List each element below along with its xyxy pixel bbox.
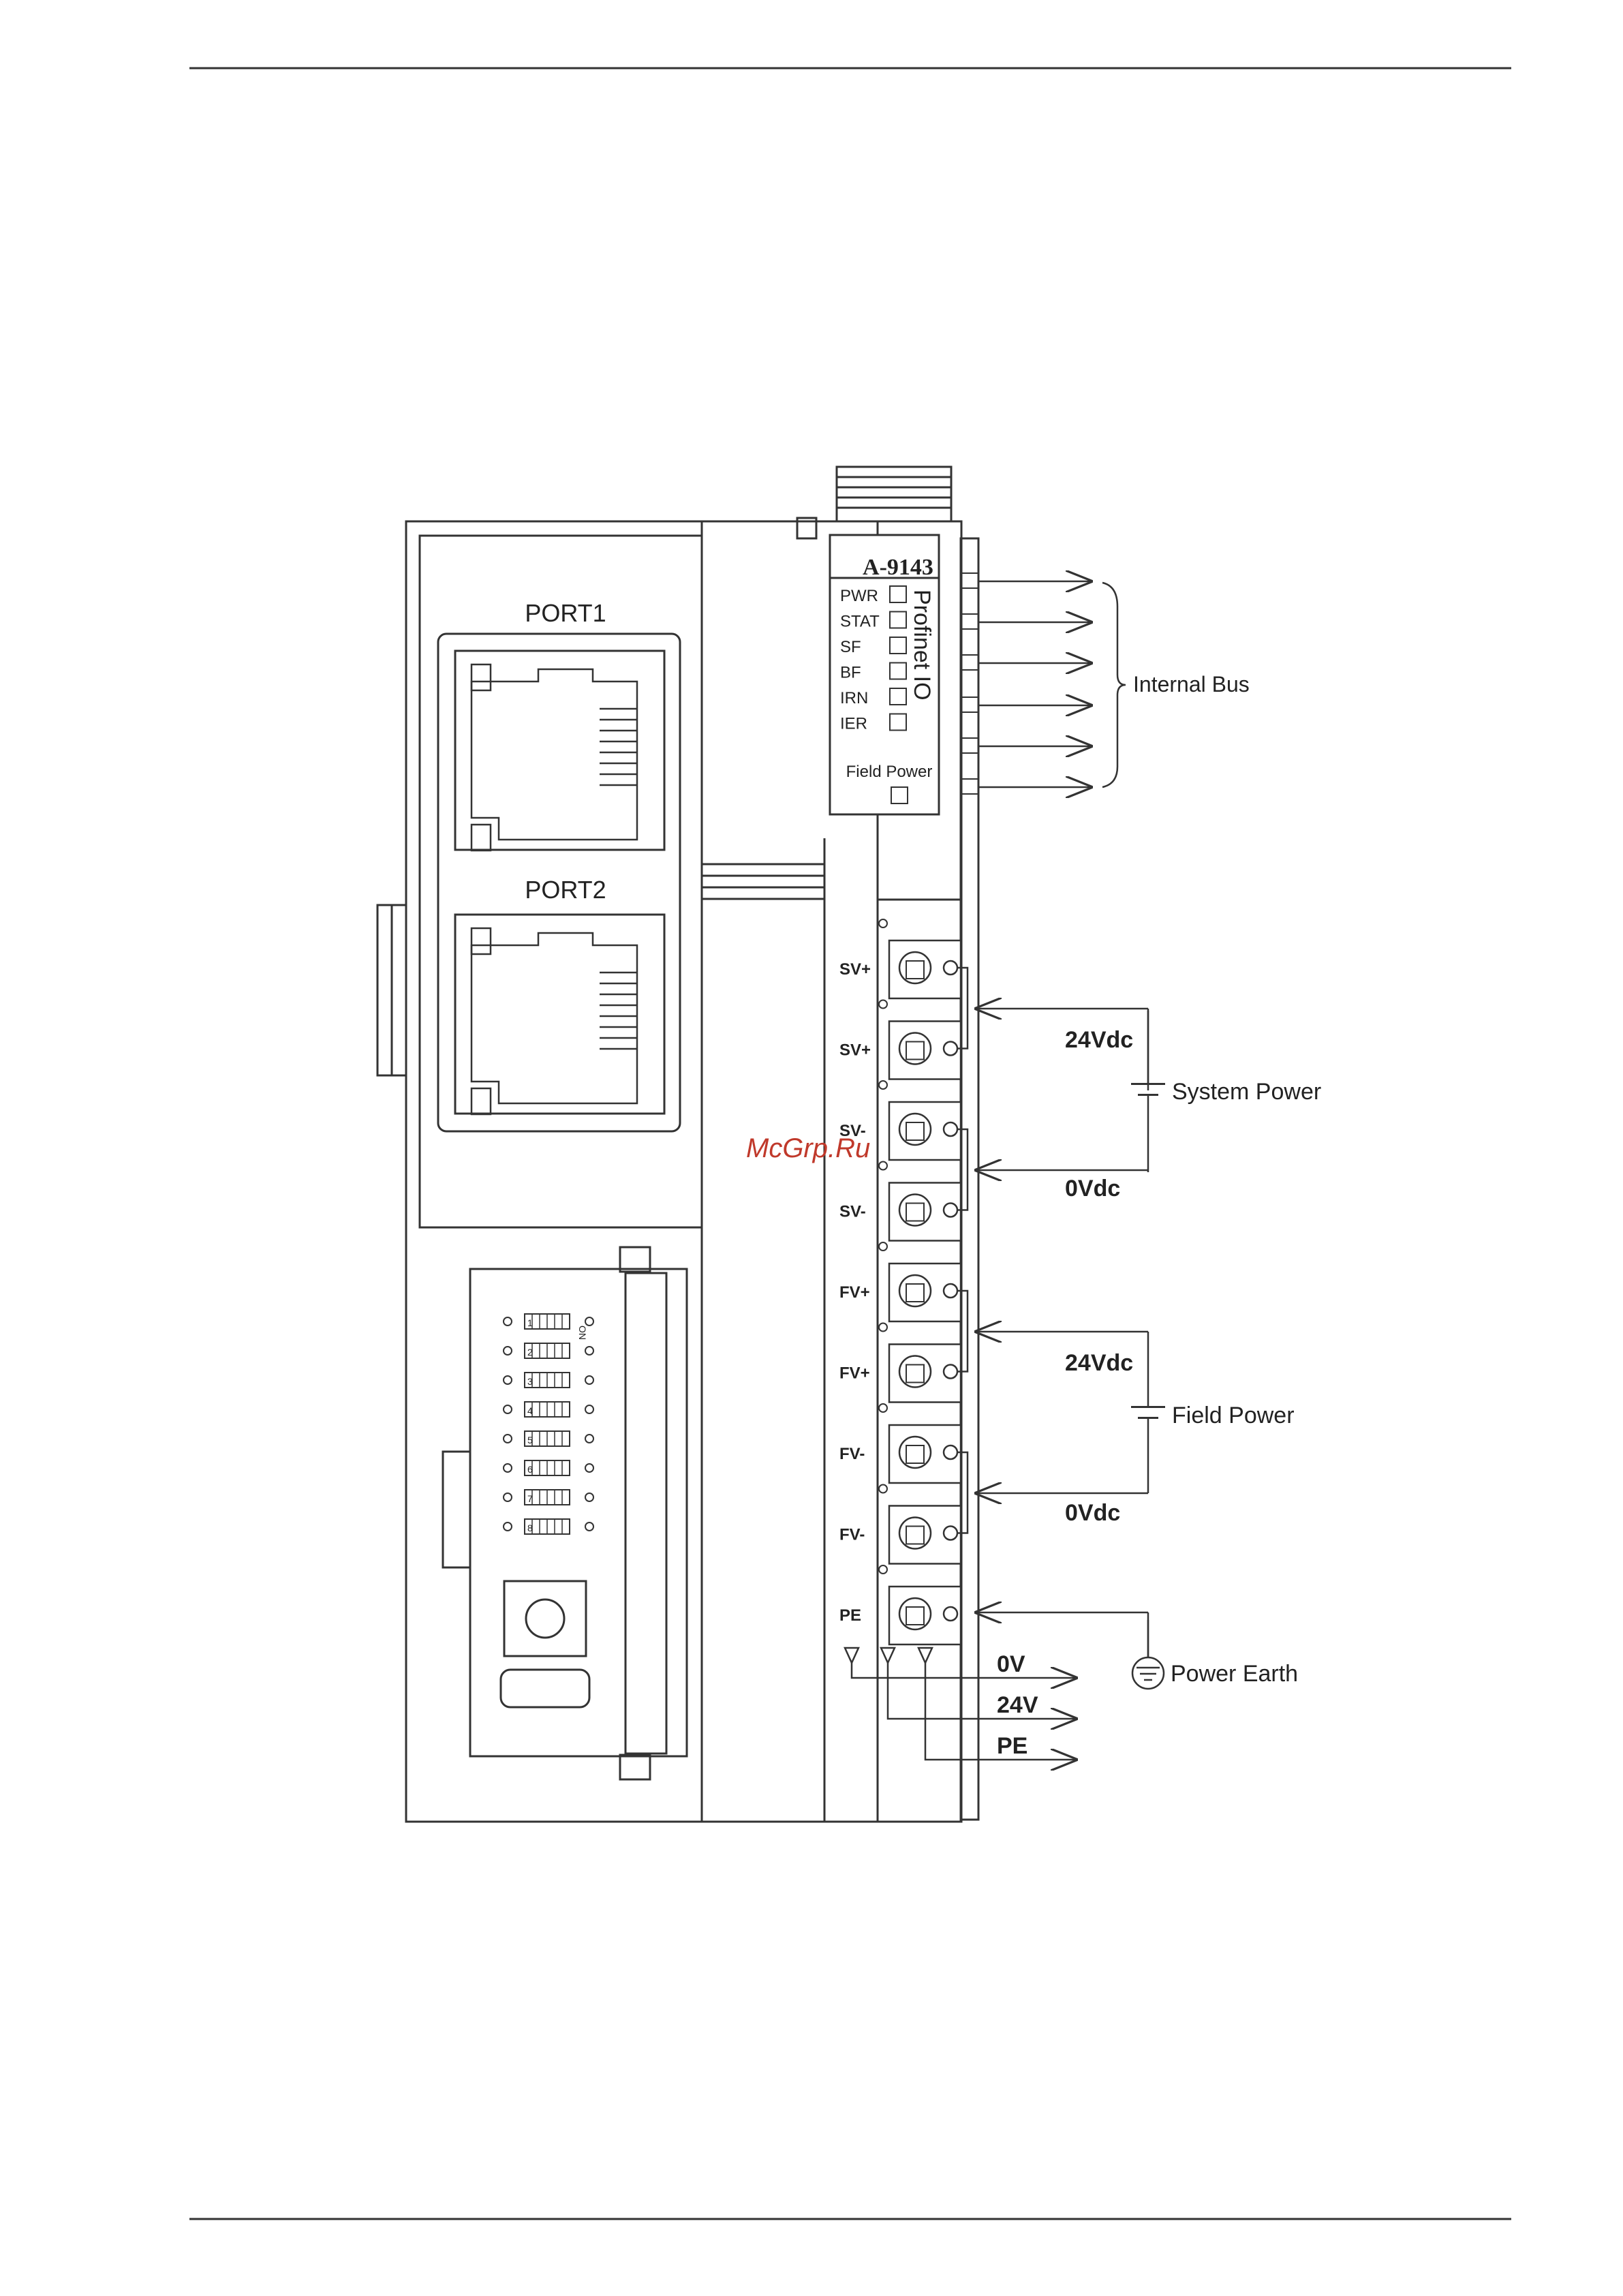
system-power-label: System Power [1172, 1079, 1321, 1105]
internal-bus-brace [1102, 583, 1126, 787]
led-label: IRN [840, 689, 868, 707]
led-label: BF [840, 664, 861, 682]
dip-switch-number: 1 [527, 1317, 533, 1328]
bus-contact [961, 573, 978, 588]
model-label: A-9143 [863, 555, 933, 580]
terminal-label: SV+ [839, 1041, 871, 1060]
dip-switch-number: 4 [527, 1405, 533, 1416]
bus-contact [961, 655, 978, 670]
terminal-label: PE [839, 1606, 861, 1625]
top-connector [837, 467, 951, 521]
dip-switch-number: 6 [527, 1464, 533, 1475]
dip-switch-number: 2 [527, 1347, 533, 1358]
terminal-label: FV+ [839, 1283, 870, 1302]
bus-contact [961, 738, 978, 753]
led-label: IER [840, 715, 867, 733]
terminal-label: SV- [839, 1203, 866, 1221]
terminal-label: FV- [839, 1445, 865, 1463]
field-power-led-label: Field Power [846, 763, 933, 781]
port2-label: PORT2 [525, 876, 606, 904]
power-earth-label: Power Earth [1171, 1661, 1298, 1687]
system-power-minus-label: 0Vdc [1065, 1176, 1120, 1201]
bus-output-24v: 24V [997, 1692, 1038, 1718]
dip-switch-number: 8 [527, 1522, 533, 1533]
terminal-label: FV+ [839, 1364, 870, 1383]
bus-contact [961, 614, 978, 629]
bus-contact [961, 697, 978, 712]
field-power-label: Field Power [1172, 1403, 1295, 1428]
field-power-minus-label: 0Vdc [1065, 1500, 1120, 1526]
dip-switch-number: 3 [527, 1376, 533, 1387]
internal-bus-label: Internal Bus [1133, 672, 1250, 697]
watermark: McGrp.Ru [746, 1133, 870, 1163]
dip-switch-number: 5 [527, 1435, 533, 1445]
led-label: SF [840, 638, 861, 656]
bus-output-pe: PE [997, 1733, 1027, 1759]
dip-switch-number: 7 [527, 1493, 533, 1504]
port1-label: PORT1 [525, 599, 606, 627]
led-label: STAT [840, 613, 880, 631]
bus-contact-column [961, 538, 978, 1820]
dip-on-label: ON [577, 1326, 588, 1340]
terminal-label: FV- [839, 1526, 865, 1544]
protocol-label: Profinet IO [909, 590, 935, 701]
led-label: PWR [840, 587, 878, 605]
bus-contact [961, 779, 978, 794]
system-power-plus-label: 24Vdc [1065, 1027, 1133, 1053]
internal-bus-arrows [961, 573, 1092, 794]
field-power-plus-label: 24Vdc [1065, 1350, 1133, 1376]
ground-icon [1132, 1620, 1164, 1689]
bus-output-0v: 0V [997, 1651, 1025, 1677]
terminal-label: SV+ [839, 960, 871, 979]
